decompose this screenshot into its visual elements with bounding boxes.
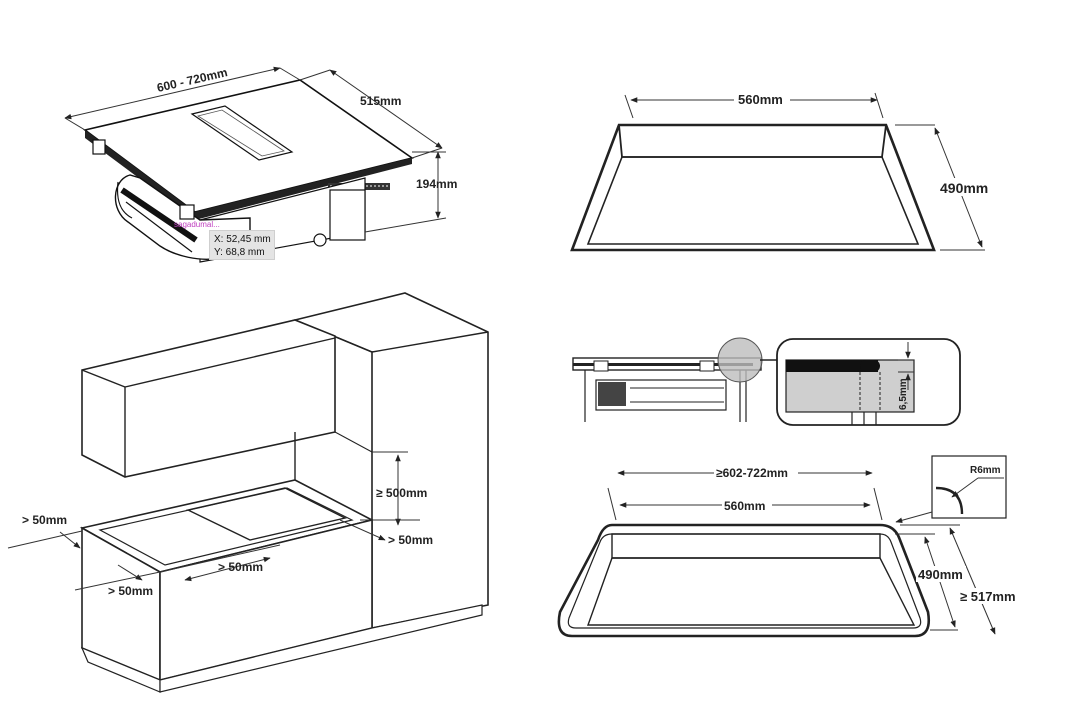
flush-inner-width-label: 560mm	[724, 499, 765, 513]
flush-inner-depth-label: 490mm	[918, 567, 963, 582]
hob-height-label: 194mm	[416, 177, 457, 191]
hob-glass-edge-front	[195, 158, 412, 220]
hob-3d-view	[64, 66, 447, 263]
cabinet-3d-view	[7, 292, 489, 693]
measure-y-value: Y: 68,8 mm	[214, 247, 265, 258]
watermark-text: sagadumal...	[174, 220, 220, 229]
flush-outer-width-label: ≥602-722mm	[716, 466, 788, 480]
hob-width-label: 600 - 720mm	[156, 65, 229, 95]
hob-depth-label: 515mm	[360, 94, 401, 108]
section-view	[572, 337, 782, 422]
cutout-top-view	[570, 92, 985, 252]
cutout-width-label: 560mm	[738, 92, 783, 107]
cutout-depth-label: 490mm	[940, 180, 988, 196]
detail-view	[776, 338, 961, 426]
measure-tooltip: X: 52,45 mm Y: 68,8 mm	[209, 230, 275, 260]
above-hob-clearance-label: ≥ 500mm	[376, 486, 427, 500]
flush-outer-depth-label: ≥ 517mm	[960, 589, 1016, 604]
side-clearance-label: > 50mm	[218, 560, 263, 574]
flush-depth-label: 6,5mm	[898, 378, 909, 410]
measure-x-value: X: 52,45 mm	[214, 234, 271, 245]
left-clearance-label: > 50mm	[22, 513, 67, 527]
radius-label: R6mm	[970, 465, 1001, 476]
front-clearance-label: > 50mm	[108, 584, 153, 598]
rear-clearance-label: > 50mm	[388, 533, 433, 547]
flush-cutout-view	[557, 455, 1007, 638]
